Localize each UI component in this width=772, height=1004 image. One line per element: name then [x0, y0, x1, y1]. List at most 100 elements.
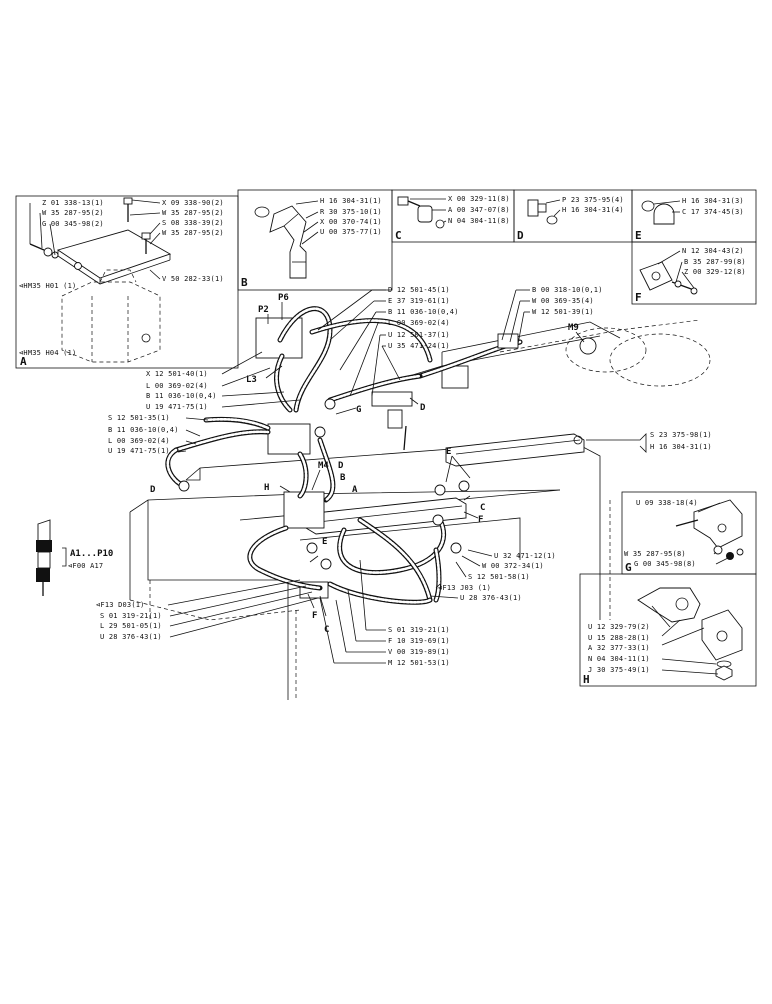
part-label: D — [338, 461, 344, 471]
part-label: U 19 471-75(1) — [146, 403, 208, 411]
part-label: H 16 304-31(1) — [650, 443, 712, 451]
o-ring-icon — [254, 206, 270, 218]
part-label: U 12 501-37(1) — [388, 331, 450, 339]
part-label: H 16 304-31(4) — [562, 206, 624, 214]
adapter-block-icon — [701, 609, 743, 661]
part-label: L 00 369-02(4) — [108, 437, 170, 445]
part-label: D — [517, 229, 524, 242]
part-label: F — [312, 611, 317, 621]
part-label: N 12 304-43(2) — [682, 247, 744, 255]
part-label: B 00 318-10(0,1) — [532, 286, 603, 294]
side-reference: A1...P10 ⊲F00 A17 — [36, 519, 113, 596]
part-label: U 28 376-43(1) — [100, 633, 162, 641]
part-label: H 16 304-31(1) — [320, 197, 382, 205]
bolt-icon — [29, 197, 151, 270]
part-label: G — [625, 561, 632, 574]
part-label: A 00 347-07(8) — [448, 206, 510, 214]
plug-icon — [527, 199, 539, 217]
part-label: A 32 377-33(1) — [588, 644, 650, 652]
top-right-labels: B 00 318-10(0,1) W 00 369-35(4) W 12 501… — [532, 286, 603, 316]
part-label: L 00 369-02(4) — [388, 319, 450, 327]
part-label: S 08 338-39(2) — [162, 219, 224, 227]
part-label: F 10 319-69(1) — [388, 637, 450, 645]
lower-center-labels: S 01 319-21(1) F 10 319-69(1) V 00 319-8… — [388, 626, 450, 667]
part-label: X 12 501-40(1) — [146, 370, 208, 378]
part-label: S 12 501-58(1) — [468, 573, 530, 581]
part-label: B 11 036-10(0,4) — [146, 392, 217, 400]
part-label: G — [356, 405, 361, 415]
part-label: L 00 369-02(4) — [146, 382, 208, 390]
manifold — [371, 391, 413, 407]
cap-icon — [653, 203, 675, 225]
hydraulic-cylinder-upper — [445, 433, 585, 467]
part-label: S 12 501-35(1) — [108, 414, 170, 422]
part-label: G 00 345-98(8) — [634, 560, 696, 568]
part-label: S 23 375-98(1) — [650, 431, 712, 439]
part-label: U 15 288-28(1) — [588, 634, 650, 642]
part-label: C — [324, 625, 329, 635]
clamp-icon — [417, 205, 433, 223]
part-label: A1...P10 — [70, 549, 113, 559]
box-a-letter: A — [20, 355, 27, 368]
part-label: W 00 369-35(4) — [532, 297, 594, 305]
part-label: H — [264, 483, 269, 493]
part-label: V 50 282-33(1) — [162, 275, 224, 283]
part-label: P 23 375-95(4) — [562, 196, 624, 204]
ref-f13-d03: ⊲F13 D03(1) — [96, 601, 145, 609]
detail-box-b: B H 16 304-31(1) R 30 375-10(1) X 00 370… — [237, 189, 393, 291]
mounting-plate — [56, 229, 172, 279]
lower-left-labels: ⊲F13 D03(1) S 01 319-21(1) L 29 501-05(1… — [96, 601, 162, 641]
part-label: B — [340, 473, 346, 483]
elbow-flange-icon — [637, 587, 701, 623]
ref-hm35-h01: ⊲HM35 H01 (1) — [19, 282, 76, 290]
detail-box-e: E H 16 304-31(3) C 17 374-45(3) — [631, 189, 757, 243]
part-label: W 35 287-95(2) — [162, 209, 224, 217]
valve-block-dashed — [61, 269, 161, 363]
part-label: M4 — [318, 461, 329, 471]
valve-block — [267, 423, 311, 455]
part-label: E — [446, 447, 451, 457]
frame-dashed — [129, 319, 711, 700]
part-label: HM35 H04 (1) — [23, 349, 76, 357]
part-label: W 00 372-34(1) — [482, 562, 544, 570]
part-label: U 09 338-18(4) — [636, 499, 698, 507]
part-label: S 01 319-21(1) — [388, 626, 450, 634]
flange-icon — [639, 261, 673, 291]
right-labels: S 23 375-98(1) H 16 304-31(1) — [650, 431, 712, 451]
part-label: W 12 501-39(1) — [532, 308, 594, 316]
part-label: HM35 H01 (1) — [23, 282, 76, 290]
part-label: A — [352, 485, 358, 495]
part-label: D — [150, 485, 156, 495]
bolt-icon — [397, 196, 409, 206]
top-center-labels: D 12 501-45(1) E 37 319-61(1) B 11 036-1… — [388, 286, 458, 350]
part-label: U 19 471-75(1) — [108, 447, 170, 455]
part-label: F13 J03 (1) — [442, 584, 491, 592]
elbow-fitting-icon — [269, 205, 307, 279]
part-label: W 35 287-95(8) — [624, 550, 686, 558]
part-label: C 17 374-45(3) — [682, 208, 744, 216]
mid-left-top-labels: X 12 501-40(1) L 00 369-02(4) B 11 036-1… — [146, 370, 217, 411]
part-label: V 00 319-89(1) — [388, 648, 450, 656]
part-label: J 30 375-49(1) — [588, 666, 650, 674]
leader-lines — [167, 289, 647, 664]
part-label: B 35 287-99(8) — [684, 258, 746, 266]
part-label: S 01 319-21(1) — [100, 612, 162, 620]
ref-hm35-h04: ⊲HM35 H04 (1) — [19, 349, 76, 357]
detail-box-g: G U 09 338-18(4) W 35 287-95(8) G 00 345… — [621, 491, 757, 575]
part-label: R 30 375-10(1) — [320, 208, 382, 216]
part-label: U 00 375-77(1) — [320, 228, 382, 236]
part-label: E — [635, 229, 642, 242]
part-label: X 00 370-74(1) — [320, 218, 382, 226]
part-label: B 11 036-10(0,4) — [108, 426, 179, 434]
part-label: U 28 376-43(1) — [460, 594, 522, 602]
nut-icon — [715, 665, 733, 681]
nut-icon — [435, 219, 445, 229]
part-label: H — [583, 673, 590, 686]
part-label: N 04 304-11(1) — [588, 655, 650, 663]
valve-block — [283, 491, 325, 529]
part-label: L3 — [246, 375, 257, 385]
part-label: C — [480, 503, 485, 513]
ref-f13-j03: ⊲F13 J03 (1) — [438, 584, 491, 592]
part-label: N 04 304-11(8) — [448, 217, 510, 225]
